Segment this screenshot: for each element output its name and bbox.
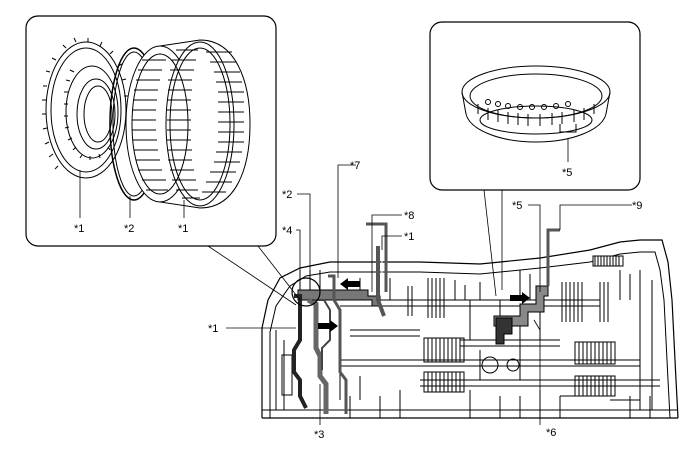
- planetary-gear-block: [423, 337, 465, 393]
- part-3: [306, 297, 329, 414]
- flow-arrows: [318, 278, 530, 332]
- callout-4: *4: [282, 225, 292, 237]
- inset-right: *5: [429, 21, 641, 191]
- part-1-left: [292, 294, 308, 409]
- gear-drum: [125, 39, 251, 209]
- detail-circle-left: [291, 277, 321, 307]
- part-9: [493, 285, 549, 327]
- callout-inset-1-right: *1: [178, 223, 188, 235]
- callout-inset-1-left: *1: [74, 223, 84, 235]
- arrow-right-icon: [510, 292, 530, 304]
- callout-2: *2: [282, 189, 292, 201]
- callout-inset-5: *5: [562, 167, 572, 179]
- callout-inset-2: *2: [124, 223, 134, 235]
- callout-1-left: *1: [208, 323, 218, 335]
- callout-6: *6: [546, 427, 556, 439]
- highlighted-parts: [292, 222, 560, 414]
- callout-5: *5: [512, 200, 522, 212]
- inset-left: *1 *2 *1: [25, 15, 277, 247]
- part-5-main: [495, 317, 513, 345]
- arrow-right-icon: [318, 320, 338, 332]
- ring-part-5: [461, 65, 611, 143]
- arrow-left-icon: [340, 278, 360, 290]
- callout-3: *3: [314, 429, 324, 441]
- part-7: [328, 274, 348, 414]
- callout-1-top: *1: [404, 231, 414, 243]
- clutch-pack-center: [407, 278, 445, 318]
- callout-9: *9: [632, 200, 642, 212]
- leader-lines: [207, 164, 632, 425]
- top-right-gear-teeth: [592, 255, 624, 267]
- clutch-pack-right: [561, 282, 609, 322]
- right-gear-block: [574, 341, 616, 397]
- callout-7: *7: [350, 160, 360, 172]
- callout-8: *8: [404, 210, 414, 222]
- part-1-top: [376, 246, 386, 317]
